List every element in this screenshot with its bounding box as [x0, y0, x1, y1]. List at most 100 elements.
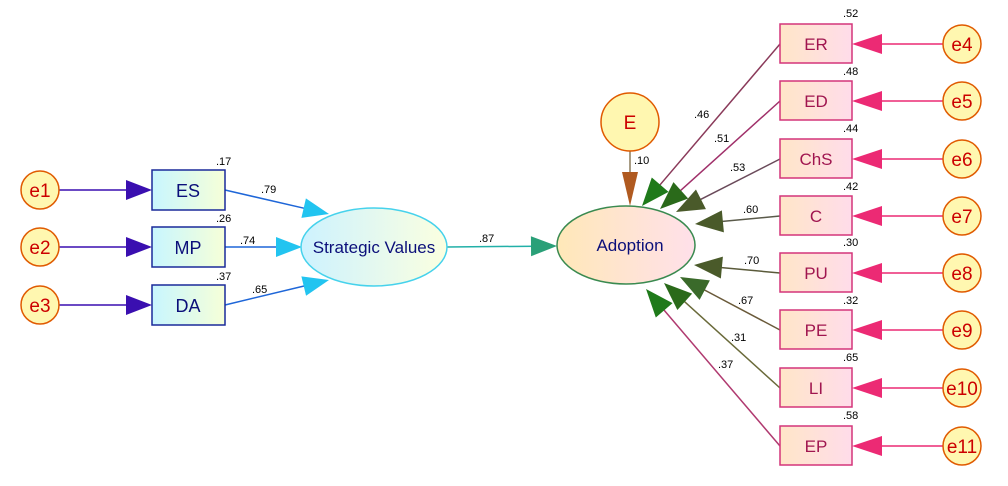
error-circle-e9 — [942, 310, 982, 350]
r-squared-value: .17 — [216, 156, 231, 168]
loading-path-right-5-line — [716, 266, 781, 274]
indicator-label: DA — [175, 296, 200, 316]
indicator-box-da — [151, 284, 226, 326]
error-circle-e1 — [20, 170, 60, 210]
loading-path-right-4-line — [717, 215, 781, 223]
loading-value: .65 — [252, 284, 267, 296]
loading-path-es-arrowhead — [301, 198, 329, 218]
loading-path-right-3-line — [695, 158, 781, 203]
right-indicator-c: C .42 .60 e7 — [743, 181, 982, 236]
loading-path-right-6-arrowhead — [680, 277, 710, 300]
r-squared-value: .26 — [216, 213, 231, 225]
error-label: e10 — [946, 379, 978, 400]
error-label: e1 — [29, 181, 50, 202]
error-path-right-6-arrowhead — [852, 320, 882, 340]
loading-path-right-8-arrowhead — [646, 289, 673, 318]
loading-path-right-7-line — [680, 297, 781, 389]
r-squared-value: .32 — [843, 295, 858, 307]
left-indicator-es: e1 ES .17 .79 — [20, 156, 276, 211]
indicator-label: C — [810, 207, 822, 226]
error-label: e4 — [951, 35, 973, 56]
disturbance-arrowhead — [622, 172, 638, 206]
error-circle-e4 — [942, 24, 982, 64]
error-circle-e10 — [942, 368, 982, 408]
indicator-box-li — [779, 367, 853, 408]
latent-label: Adoption — [596, 236, 663, 255]
r-squared-value: .52 — [843, 8, 858, 20]
left-indicator-mp: e2 MP .26 .74 — [20, 213, 255, 268]
indicator-box-ep — [779, 425, 853, 466]
loading-path-da-arrowhead — [301, 276, 329, 296]
path-coefficient: .87 — [479, 233, 494, 245]
error-path-left-3-arrowhead — [126, 295, 152, 315]
indicator-label: ED — [804, 92, 828, 111]
indicator-box-c — [779, 195, 853, 236]
indicator-box-es — [151, 169, 226, 211]
error-path-right-5-arrowhead — [852, 263, 882, 283]
loading-value: .70 — [744, 255, 759, 267]
error-label: e9 — [951, 321, 972, 342]
structural-path-line — [446, 245, 537, 248]
indicator-box-er — [779, 23, 853, 64]
loading-path-right-1-line — [655, 43, 781, 190]
loading-path-right-5-arrowhead — [694, 256, 723, 279]
latent-strategic-values: Strategic Values — [300, 207, 448, 287]
indicator-label: LI — [809, 379, 823, 398]
error-path-right-7-arrowhead — [852, 378, 882, 398]
disturbance-label: E — [624, 113, 637, 134]
loading-path-right-3-arrowhead — [676, 189, 706, 212]
error-circle-e3 — [20, 285, 60, 325]
loading-value: .74 — [240, 235, 255, 247]
indicator-box-pu — [779, 252, 853, 293]
error-circle-e5 — [942, 81, 982, 121]
error-path-left-2-arrowhead — [126, 237, 152, 257]
loading-value: .53 — [730, 162, 745, 174]
error-path-right-2-arrowhead — [852, 91, 882, 111]
error-path-right-1-arrowhead — [852, 34, 882, 54]
error-circle-e7 — [942, 196, 982, 236]
disturbance-circle — [600, 92, 660, 152]
error-label: e7 — [951, 207, 972, 228]
indicator-box-pe — [779, 309, 853, 350]
latent-adoption: Adoption — [556, 205, 696, 285]
loading-path-right-1-arrowhead — [642, 177, 669, 206]
loading-path-right-4-arrowhead — [695, 210, 724, 233]
loading-value: .60 — [743, 204, 758, 216]
disturbance-value: .10 — [634, 155, 649, 167]
loading-value: .37 — [718, 359, 733, 371]
error-label: e5 — [951, 92, 972, 113]
right-indicator-ep: EP .58 .37 e11 — [718, 359, 982, 466]
error-circle-e8 — [942, 253, 982, 293]
right-indicator-ed: ED .48 .51 e5 — [714, 66, 982, 145]
error-path-right-4-arrowhead — [852, 206, 882, 226]
loading-path-es-line — [224, 189, 309, 211]
adoption-ellipse — [556, 205, 696, 285]
indicator-box-mp — [151, 226, 226, 268]
loading-value: .31 — [731, 332, 746, 344]
loading-path-right-8-line — [659, 305, 781, 447]
left-indicator-da: e3 DA .37 .65 — [20, 271, 267, 326]
r-squared-value: .58 — [843, 410, 858, 422]
loading-path-da-line — [224, 284, 309, 306]
loading-value: .51 — [714, 133, 729, 145]
error-circle-e2 — [20, 227, 60, 267]
indicator-label: ES — [176, 181, 200, 201]
error-label: e2 — [29, 238, 50, 259]
indicator-label: MP — [175, 238, 202, 258]
error-label: e3 — [29, 296, 50, 317]
connector-lines — [59, 43, 943, 447]
latent-label: Strategic Values — [313, 238, 436, 257]
loading-value: .46 — [694, 109, 709, 121]
loading-path-mp-arrowhead — [276, 237, 302, 257]
strategic-values-ellipse — [300, 207, 448, 287]
error-path-right-3-arrowhead — [852, 149, 882, 169]
loading-value: .79 — [261, 184, 276, 196]
structural-path-arrowhead — [530, 236, 557, 257]
right-indicator-pe: PE .32 .67 e9 — [738, 295, 982, 350]
r-squared-value: .42 — [843, 181, 858, 193]
indicator-label: PE — [805, 321, 828, 340]
right-indicator-chs: ChS .44 .53 e6 — [730, 123, 982, 179]
indicator-label: ChS — [799, 150, 832, 169]
r-squared-value: .37 — [216, 271, 231, 283]
indicator-label: PU — [804, 264, 828, 283]
